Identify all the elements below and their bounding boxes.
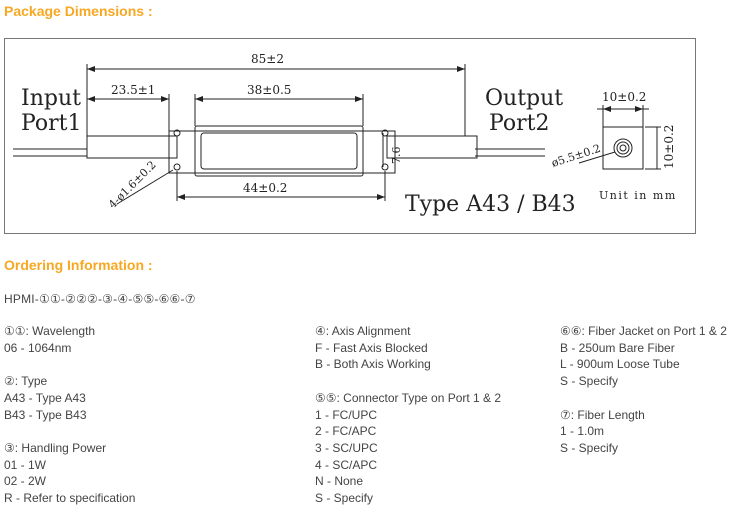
ordering-column-1: ①①: Wavelength 06 - 1064nm ②: Type A43 -…: [4, 323, 135, 507]
mount-hole: [381, 163, 389, 171]
option-line: S - Specify: [560, 440, 619, 455]
dim-height: 7.6: [390, 147, 403, 165]
option-line: ①①: Wavelength: [4, 324, 96, 338]
dim-hole-dia: 4-ø1.6±0.2: [106, 158, 159, 211]
package-drawing: Input Port1 Output Port2 85±2 23.5±1 38±…: [4, 38, 696, 234]
option-line: F - Fast Axis Blocked: [315, 340, 428, 355]
option-line: R - Refer to specification: [4, 491, 136, 505]
option-line: N - None: [315, 474, 364, 489]
option-line: B - 250um Bare Fiber: [560, 340, 675, 355]
dim-total: 85±2: [251, 52, 284, 66]
option-line: ⑤⑤: Connector Type on Port 1 & 2: [315, 390, 502, 405]
option-line: 2 - FC/APC: [315, 424, 377, 439]
option-line: ④: Axis Alignment: [315, 324, 411, 338]
dim-end-dia: ø5.5±0.2: [550, 142, 602, 170]
output-label-1: Output: [485, 86, 563, 111]
option-line: ③: Handling Power: [4, 440, 107, 455]
dim-end-width: 10±0.2: [602, 90, 646, 104]
option-line: 02 - 2W: [4, 474, 47, 489]
end-view: [602, 126, 644, 170]
output-tube: [386, 135, 478, 159]
option-line: ②: Type: [4, 374, 48, 389]
input-label-2: Port1: [21, 111, 82, 136]
option-line: 01 - 1W: [4, 457, 47, 472]
part-number-code: HPMI-①①-②②②-③-④-⑤⑤-⑥⑥-⑦: [4, 292, 196, 306]
type-label: Type A43 / B43: [405, 192, 576, 217]
option-line: ⑦: Fiber Length: [560, 407, 645, 422]
ordering-column-3: ⑥⑥: Fiber Jacket on Port 1 & 2 B - 250um…: [560, 323, 727, 457]
dim-body: 38±0.5: [247, 83, 291, 97]
input-label-1: Input: [21, 86, 81, 111]
ordering-column-2: ④: Axis Alignment F - Fast Axis Blocked …: [315, 323, 501, 507]
option-line: 1 - 1.0m: [560, 424, 605, 439]
mounting-plate: [168, 130, 396, 174]
ordering-information-heading: Ordering Information :: [4, 257, 153, 273]
mount-hole: [381, 129, 389, 137]
option-line: 06 - 1064nm: [4, 340, 72, 355]
dim-holes: 44±0.2: [243, 181, 287, 195]
option-line: S - Specify: [315, 491, 374, 506]
dim-left: 23.5±1: [111, 83, 155, 97]
option-line: 1 - FC/UPC: [315, 407, 378, 422]
option-line: ⑥⑥: Fiber Jacket on Port 1 & 2: [560, 324, 727, 338]
option-line: A43 - Type A43: [4, 390, 86, 405]
option-line: 4 - SC/APC: [315, 457, 378, 472]
mount-hole: [173, 129, 181, 137]
isolator-body: [194, 125, 364, 177]
dim-end-height: 10±0.2: [662, 125, 676, 169]
end-view-port: [613, 138, 633, 158]
option-line: B43 - Type B43: [4, 407, 87, 422]
option-line: S - Specify: [560, 374, 619, 389]
dimension-drawing-svg: Input Port1 Output Port2 85±2 23.5±1 38±…: [13, 52, 677, 217]
option-line: 3 - SC/UPC: [315, 440, 378, 455]
output-label-2: Port2: [489, 111, 550, 136]
option-line: L - 900um Loose Tube: [560, 357, 680, 372]
unit-label: Unit in mm: [599, 189, 677, 202]
mount-hole: [173, 163, 181, 171]
input-tube: [86, 135, 178, 159]
package-dimensions-heading: Package Dimensions :: [4, 3, 153, 19]
option-line: B - Both Axis Working: [315, 357, 431, 372]
